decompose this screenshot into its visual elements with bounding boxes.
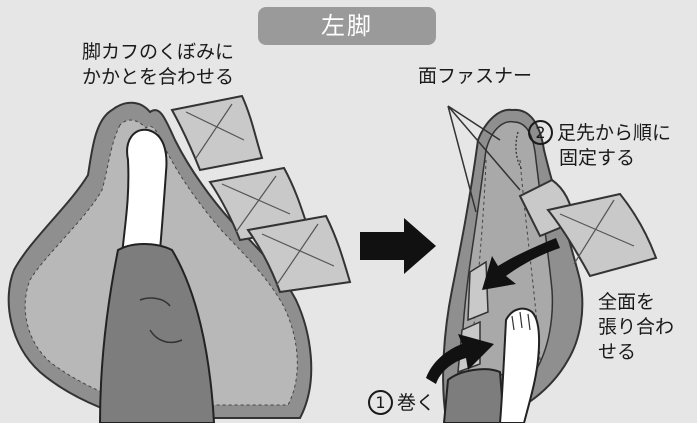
cuff-flap bbox=[246, 214, 352, 294]
foot bbox=[120, 128, 168, 258]
step2-pointer-line bbox=[515, 131, 523, 171]
step2-number: 2 bbox=[528, 120, 553, 145]
step1-number: 1 bbox=[368, 390, 393, 415]
step1-text: 巻く bbox=[397, 392, 436, 414]
full-surface-instruction: 全面を 張り合わ せる bbox=[598, 290, 674, 365]
open-leg-cuff bbox=[7, 94, 352, 423]
cuff-flap bbox=[170, 94, 264, 172]
fastener-label: 面ファスナー bbox=[418, 65, 533, 87]
right-arrow-icon bbox=[360, 218, 436, 274]
lower-leg bbox=[442, 368, 506, 423]
heel-instruction-line2: かかとを合わせる bbox=[82, 66, 235, 88]
full-surface-line3: せる bbox=[598, 341, 637, 363]
heel-instruction-line1: 脚カフのくぼみに bbox=[82, 41, 235, 63]
wrap-flap bbox=[467, 260, 489, 322]
wrap-direction-arrow-icon bbox=[482, 238, 560, 290]
heel-instruction: 脚カフのくぼみに かかとを合わせる bbox=[82, 40, 234, 90]
full-surface-line2: 張り合わ bbox=[598, 316, 675, 338]
page-title: 左脚 bbox=[258, 7, 436, 45]
leg bbox=[98, 243, 216, 423]
foot-toes bbox=[498, 307, 541, 423]
full-surface-line1: 全面を bbox=[598, 291, 656, 313]
wrap-start-arrow-icon bbox=[426, 334, 494, 384]
step2-text: 足先から順に bbox=[557, 122, 672, 144]
step2-line2: 固定する bbox=[559, 147, 636, 169]
wrap-flap bbox=[546, 192, 658, 278]
fastener-pointer-lines bbox=[447, 105, 521, 213]
